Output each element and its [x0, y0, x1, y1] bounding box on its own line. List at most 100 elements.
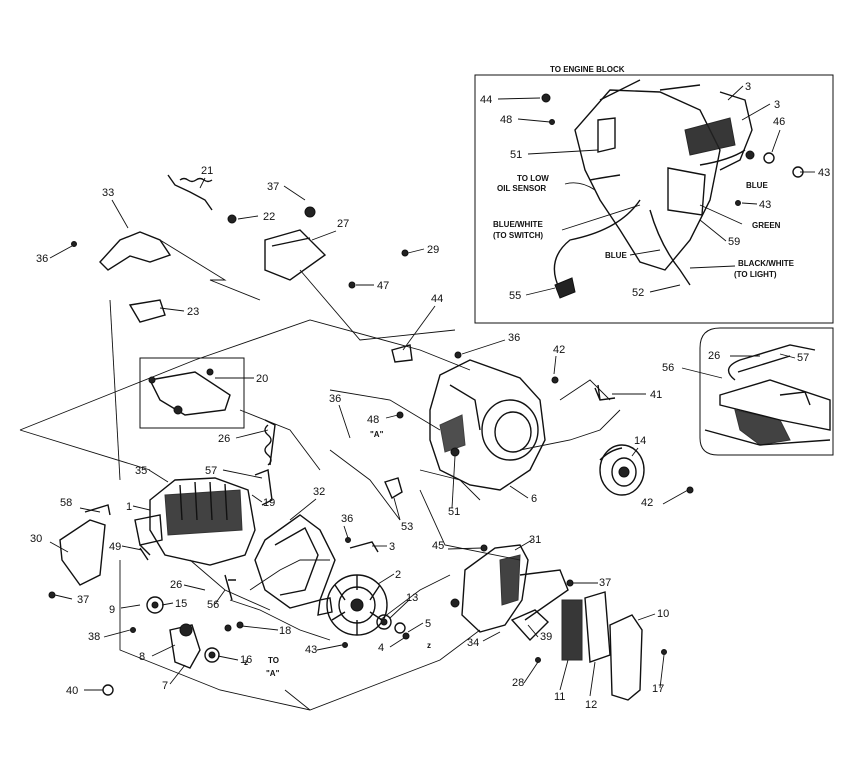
callout-42: 42	[553, 344, 565, 356]
callout-35: 35	[135, 465, 147, 477]
callout-3: 3	[389, 541, 395, 553]
callout-43: 43	[305, 644, 317, 656]
callout-37-b: 37	[599, 577, 611, 589]
callout-29: 29	[427, 244, 439, 256]
to-a-line2: "A"	[266, 669, 280, 678]
callouts: 21 37 33 22 27 36 29 47 23 44 36 42 20 4…	[30, 165, 669, 711]
callout-17: 17	[652, 683, 664, 695]
callout-12: 12	[585, 699, 597, 711]
inset-callout-59: 59	[728, 236, 740, 248]
callout-16: 16	[240, 654, 252, 666]
black-white-label: BLACK/WHITE	[738, 259, 795, 268]
callout-39: 39	[540, 631, 552, 643]
wiring-inset-labels: TO ENGINE BLOCK TO LOW OIL SENSOR BLUE B…	[480, 65, 830, 302]
inset-callout-51: 51	[510, 149, 522, 161]
callout-36-c: 36	[329, 393, 341, 405]
callout-28: 28	[512, 677, 524, 689]
flywheel	[317, 541, 410, 640]
callout-45: 45	[432, 540, 444, 552]
inset-callout-43-b: 43	[759, 199, 771, 211]
engine-shroud	[254, 514, 351, 609]
callout-34: 34	[467, 637, 479, 649]
a-mark: "A"	[370, 430, 384, 439]
callout-13: 13	[406, 592, 418, 604]
callout-51: 51	[448, 506, 460, 518]
to-low-label: TO LOW	[517, 174, 549, 183]
oil-sensor-label: OIL SENSOR	[497, 184, 546, 193]
callout-48: 48	[367, 414, 379, 426]
governor-detail	[139, 357, 245, 429]
fuel-bracket	[48, 504, 151, 599]
callout-5: 5	[425, 618, 431, 630]
blower-housing	[391, 344, 559, 491]
callout-53: 53	[401, 521, 413, 533]
to-engine-block-label: TO ENGINE BLOCK	[550, 65, 625, 74]
callout-11: 11	[554, 691, 565, 703]
callout-20: 20	[256, 373, 268, 385]
detail-callout-57: 57	[797, 352, 809, 364]
to-switch-label: (TO SWITCH)	[493, 231, 543, 240]
wiring-inset	[474, 74, 834, 324]
callout-33: 33	[102, 187, 114, 199]
callout-4: 4	[378, 642, 384, 654]
callout-49: 49	[109, 541, 121, 553]
callout-26: 26	[218, 433, 230, 445]
to-light-label: (TO LIGHT)	[734, 270, 777, 279]
callout-27: 27	[337, 218, 349, 230]
callout-18: 18	[279, 625, 291, 637]
detail-callout-56: 56	[662, 362, 674, 374]
z-mark-1: z	[244, 658, 248, 667]
callout-19: 19	[263, 497, 275, 509]
callout-36-d: 36	[341, 513, 353, 525]
callout-8: 8	[139, 651, 145, 663]
callout-58: 58	[60, 497, 72, 509]
throttle-linkage	[71, 174, 409, 323]
callout-38: 38	[88, 631, 100, 643]
inset-callout-48: 48	[500, 114, 512, 126]
callout-30: 30	[30, 533, 42, 545]
callout-57: 57	[205, 465, 217, 477]
z-mark-2: z	[427, 641, 431, 650]
inset-callout-55: 55	[509, 290, 521, 302]
callout-37-c: 37	[77, 594, 89, 606]
callout-6: 6	[531, 493, 537, 505]
callout-36: 36	[36, 253, 48, 265]
callout-47: 47	[377, 280, 389, 292]
spring-detail-inset	[699, 327, 834, 456]
inset-callout-44: 44	[480, 94, 492, 106]
inset-callout-43: 43	[818, 167, 830, 179]
callout-1: 1	[126, 501, 132, 513]
callout-2: 2	[395, 569, 401, 581]
callout-36-b: 36	[508, 332, 520, 344]
callout-31: 31	[529, 534, 541, 546]
inset-callout-3-b: 3	[774, 99, 780, 111]
inset-callout-46: 46	[773, 116, 785, 128]
spring-detail-labels: 56 26 57	[662, 350, 809, 374]
blue-white-label: BLUE/WHITE	[493, 220, 543, 229]
screws	[139, 547, 348, 648]
float-bowl-parts	[102, 574, 244, 696]
callout-23: 23	[187, 306, 199, 318]
carburetor-assembly	[134, 419, 276, 566]
callout-41: 41	[650, 389, 662, 401]
callout-10: 10	[657, 608, 669, 620]
air-cleaner	[450, 544, 667, 701]
leader-lines	[49, 177, 689, 697]
callout-7: 7	[162, 680, 168, 692]
callout-21: 21	[201, 165, 213, 177]
starter-clip	[384, 477, 403, 500]
detail-callout-26: 26	[708, 350, 720, 362]
green-label: GREEN	[752, 221, 781, 230]
wiring-inset-leaders	[497, 85, 815, 296]
callout-32: 32	[313, 486, 325, 498]
inset-callout-3: 3	[745, 81, 751, 93]
reference-lines	[19, 239, 621, 711]
callout-44: 44	[431, 293, 443, 305]
callout-40: 40	[66, 685, 78, 697]
callout-42-b: 42	[641, 497, 653, 509]
callout-15: 15	[175, 598, 187, 610]
callout-37: 37	[267, 181, 279, 193]
blue-label-2: BLUE	[605, 251, 627, 260]
